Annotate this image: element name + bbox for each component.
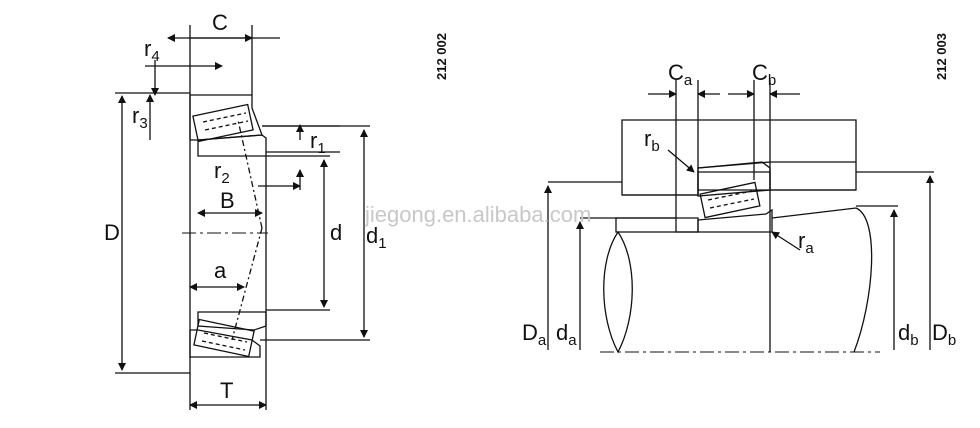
label-D: D — [104, 220, 120, 245]
label-r1: r1 — [310, 128, 326, 157]
right-inner-ring — [697, 208, 773, 233]
roller-top — [192, 103, 254, 143]
label-r3: r3 — [132, 103, 148, 132]
spacer-section — [603, 230, 633, 354]
label-a: a — [214, 258, 227, 283]
label-d: d — [330, 220, 342, 245]
right-mounting-section — [544, 80, 934, 354]
label-Da: Da — [522, 320, 547, 349]
label-db: db — [898, 320, 919, 349]
right-outer-ring — [697, 161, 771, 197]
label-r4: r4 — [144, 36, 160, 65]
label-C: C — [212, 10, 228, 35]
label-d1: d1 — [366, 223, 387, 252]
left-bearing-section — [115, 25, 370, 410]
label-r2: r2 — [214, 158, 230, 187]
housing — [621, 119, 857, 196]
shaft-shoulder — [616, 217, 698, 233]
right-roller — [699, 181, 761, 219]
label-Cb: Cb — [752, 60, 776, 89]
watermark: jiegong.en.alibaba.com — [364, 202, 591, 227]
label-Ca: Ca — [668, 60, 693, 89]
label-ra: ra — [798, 228, 814, 257]
figure-code-right: 212 003 — [934, 33, 949, 80]
inner-ring-top — [197, 134, 267, 157]
label-da: da — [556, 320, 577, 349]
inner-ring-bottom — [197, 311, 267, 331]
label-Db: Db — [932, 320, 956, 349]
label-B: B — [220, 188, 235, 213]
figure-code-left: 212 002 — [434, 33, 449, 80]
label-T: T — [220, 378, 233, 403]
label-rb: rb — [644, 126, 660, 155]
shaft-contour — [771, 207, 873, 353]
roller-bottom — [193, 318, 255, 358]
